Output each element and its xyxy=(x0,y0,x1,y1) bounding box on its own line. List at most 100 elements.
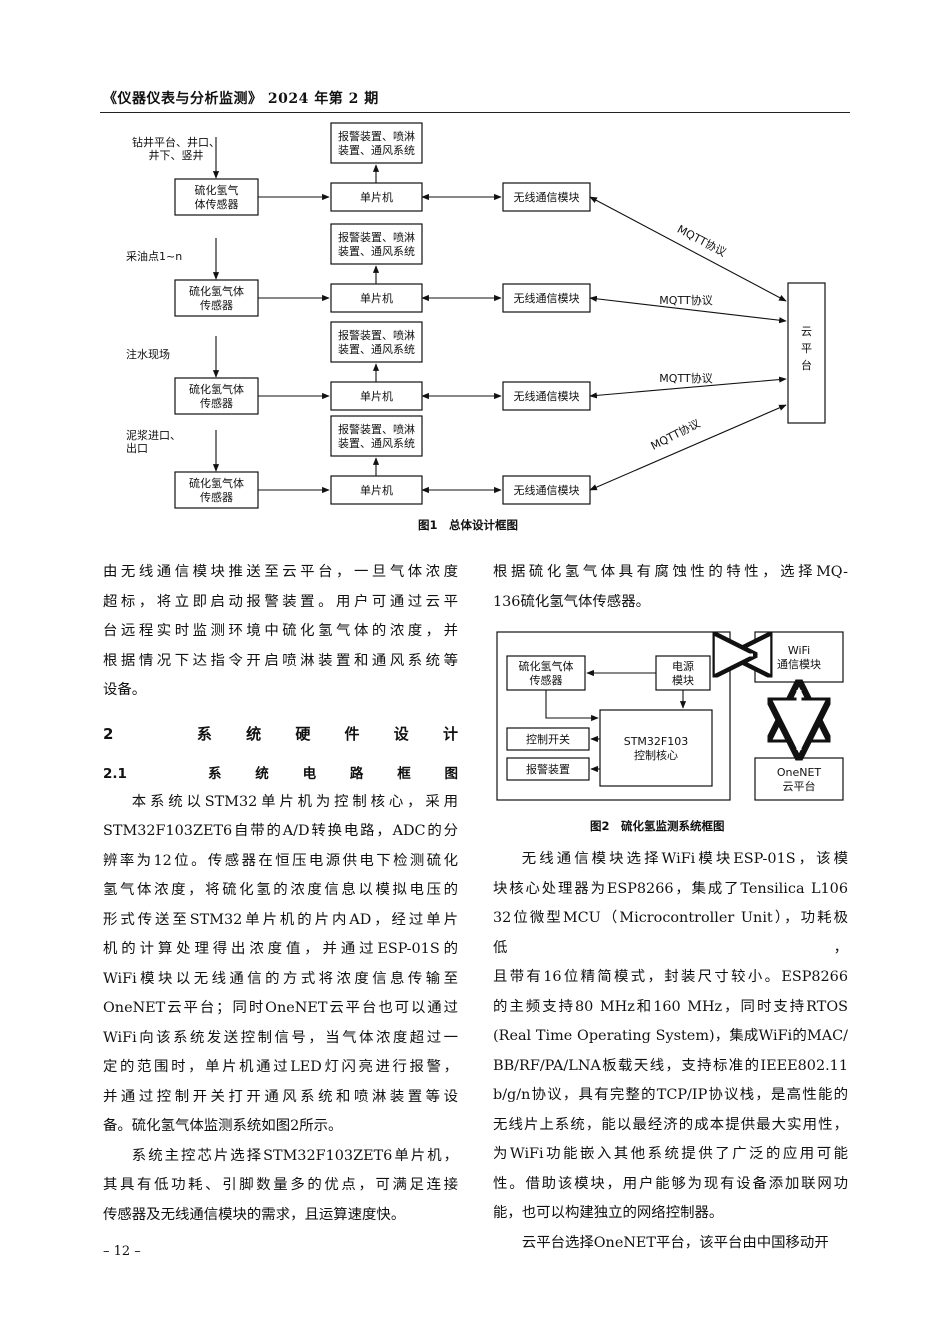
mcu-box xyxy=(330,475,423,505)
mcu-box-label: 单片机 xyxy=(360,389,393,403)
h2s-sensor-box-label: 传感器 xyxy=(200,491,233,504)
text-line: 本系统以STM32单片机为控制核心，采用 xyxy=(131,793,458,810)
text-line: 超标，将立即启动报警装置。用户可通过云平 xyxy=(103,593,458,610)
mcu-box-label: 单片机 xyxy=(360,291,393,305)
mqtt-protocol-label: MQTT协议 xyxy=(675,222,729,259)
text-line: 台远程实时监测环境中硫化氢气体的浓度，并 xyxy=(103,623,458,639)
figure1-caption: 图1 总体设计框图 xyxy=(418,518,519,532)
onenet-cloud-box xyxy=(754,757,844,801)
text-line: 的主频支持80 MHz和160 MHz，同时支持RTOS xyxy=(493,998,848,1015)
h2s-sensor-box-label: 硫化氢气体 xyxy=(189,476,244,490)
site-label: 钻井平台、井口、 xyxy=(132,135,220,149)
right-para-3: 云平台选择OneNET平台，该平台由中国移动开 xyxy=(493,1229,848,1259)
cloud-platform-label: 云 xyxy=(801,325,812,338)
mqtt-link-arrow xyxy=(589,376,787,399)
header-rule xyxy=(100,112,850,113)
right-column-top: 根据硫化氢气体具有腐蚀性的特性，选择MQ- 136硫化氢气体传感器。 xyxy=(493,558,848,617)
site-label: 泥浆进口、 xyxy=(126,428,181,442)
h2s-sensor-box-label: 传感器 xyxy=(200,299,233,312)
right-para-1: 根据硫化氢气体具有腐蚀性的特性，选择MQ- 136硫化氢气体传感器。 xyxy=(493,558,848,617)
sensor-to-core-arrow xyxy=(545,690,599,722)
wifi-module-box xyxy=(754,631,844,683)
text-line: 云平台选择OneNET平台，该平台由中国移动开 xyxy=(521,1234,829,1251)
text-line: 无线通信模块选择WiFi模块ESP-01S，该模 xyxy=(521,851,848,867)
mqtt-link-arrow xyxy=(589,404,787,491)
figure1-diagram: 云平台硫化氢气体传感器报警装置、喷淋装置、通风系统单片机无线通信模块钻井平台、井… xyxy=(126,122,826,509)
onenet-cloud-box-label: 云平台 xyxy=(783,779,816,793)
text-line: 定的范围时，单片机通过LED灯闪亮进行报警， xyxy=(103,1059,458,1075)
text-line: 无线片上系统，能以最经济的成本提供最大实用性， xyxy=(493,1116,848,1133)
actuator-box-label: 装置、通风系统 xyxy=(338,437,415,450)
stm32-core-box xyxy=(599,709,713,787)
left-para-1: 由无线通信模块推送至云平台，一旦气体浓度超标，将立即启动报警装置。用户可通过云平… xyxy=(103,558,458,706)
mqtt-link-arrow xyxy=(589,196,787,302)
actuator-box-label: 报警装置、喷淋 xyxy=(338,422,415,436)
actuator-box xyxy=(330,223,423,265)
text-line: OneNET云平台；同时OneNET云平台也可以通过 xyxy=(103,1000,458,1016)
h2s-sensor-box-label: 硫化氢气体 xyxy=(189,284,244,298)
text-line: STM32F103ZET6自带的A/D转换电路，ADC的分 xyxy=(103,823,458,839)
text-line: 由无线通信模块推送至云平台，一旦气体浓度 xyxy=(103,564,458,580)
text-line: 机的计算处理得出浓度值，并通过ESP-01S的 xyxy=(103,941,458,957)
text-line: 备。硫化氢气体监测系统如图2所示。 xyxy=(103,1118,343,1134)
mqtt-protocol-label: MQTT协议 xyxy=(659,371,712,385)
text-line: 设备。 xyxy=(103,682,147,698)
site-label: 井下、竖井 xyxy=(149,148,204,162)
text-line: 根据情况下达指令开启喷淋装置和通风系统等 xyxy=(103,652,458,669)
text-line: 形式传送至STM32单片机的片内AD，经过单片 xyxy=(103,911,458,928)
actuator-box xyxy=(330,415,423,457)
power-module-box xyxy=(655,655,711,691)
mcu-box-label: 单片机 xyxy=(360,190,393,204)
cloud-platform-label: 台 xyxy=(801,358,812,372)
actuator-box-label: 报警装置、喷淋 xyxy=(338,230,415,244)
text-line: 根据硫化氢气体具有腐蚀性的特性，选择MQ- xyxy=(493,564,848,580)
text-line: 性。借助该模块，用户能够为现有设备添加联网功 xyxy=(493,1175,848,1192)
actuator-box-label: 报警装置、喷淋 xyxy=(338,129,415,143)
left-para-3: 系统主控芯片选择STM32F103ZET6单片机，其具有低功耗、引脚数量多的优点… xyxy=(103,1142,458,1231)
wireless-module-box xyxy=(502,283,591,313)
text-line: 能，也可以构建独立的网络控制器。 xyxy=(493,1205,724,1221)
mqtt-link-arrow xyxy=(589,295,787,324)
running-header: 《仪器仪表与分析监测》 2024 年第 2 期 xyxy=(103,91,379,107)
cloud-platform-label: 平 xyxy=(801,342,812,355)
alarm-device-box xyxy=(506,757,590,781)
control-switch-box-label: 控制开关 xyxy=(526,732,570,746)
page-number: – 12 – xyxy=(103,1244,141,1259)
actuator-box-label: 装置、通风系统 xyxy=(338,245,415,258)
wireless-module-box-label: 无线通信模块 xyxy=(514,291,580,305)
h2s-sensor-box-label: 体传感器 xyxy=(195,197,239,211)
wireless-module-box-label: 无线通信模块 xyxy=(514,483,580,497)
right-column-bottom: 无线通信模块选择WiFi模块ESP-01S，该模块核心处理器为ESP8266，集… xyxy=(493,845,848,1258)
text-line: 且带有16位精简模式，封装尺寸较小。ESP8266 xyxy=(493,969,848,985)
actuator-box-label: 装置、通风系统 xyxy=(338,144,415,157)
stm32-core-box-label: 控制核心 xyxy=(634,748,678,762)
figure2-diagram: 硫化氢气体传感器电源模块STM32F103控制核心控制开关报警装置WiFi通信模… xyxy=(496,631,844,801)
text-line: WiFi模块以无线通信的方式将浓度信息传输至 xyxy=(103,970,458,987)
actuator-box xyxy=(330,122,423,164)
h2s-sensor-box-label: 硫化氢气体 xyxy=(519,659,574,673)
wifi-module-box-label: WiFi xyxy=(788,644,810,657)
h2s-sensor-box xyxy=(174,178,259,216)
actuator-box-label: 报警装置、喷淋 xyxy=(338,328,415,342)
left-para-2: 本系统以STM32单片机为控制核心，采用 STM32F103ZET6自带的A/D转… xyxy=(103,788,458,1142)
section-title: 2 系统硬件设计 xyxy=(103,724,458,743)
subsection-title: 2.1 系统电路框图 xyxy=(103,765,458,782)
h2s-sensor-box-label: 传感器 xyxy=(530,674,563,687)
wireless-module-box xyxy=(502,381,591,411)
h2s-sensor-box-label: 硫化氢气 xyxy=(195,183,239,197)
figure2-caption: 图2 硫化氢监测系统框图 xyxy=(590,819,725,833)
wireless-module-box-label: 无线通信模块 xyxy=(514,190,580,204)
h2s-sensor-box xyxy=(174,471,259,509)
left-column: 由无线通信模块推送至云平台，一旦气体浓度超标，将立即启动报警装置。用户可通过云平… xyxy=(103,558,458,1230)
text-line: BB/RF/PA/LNA板载天线，支持标准的IEEE802.11 xyxy=(493,1057,848,1074)
wireless-module-box xyxy=(502,182,591,212)
text-line: 136硫化氢气体传感器。 xyxy=(493,593,650,610)
stm32-core-box-label: STM32F103 xyxy=(624,735,689,748)
site-label: 采油点1~n xyxy=(126,249,182,263)
onenet-cloud-box-label: OneNET xyxy=(777,766,822,779)
text-line: 辨率为12位。传感器在恒压电源供电下检测硫化 xyxy=(103,852,458,869)
site-label: 出口 xyxy=(126,441,148,455)
text-line: 传感器及无线通信模块的需求，且运算速度快。 xyxy=(103,1206,406,1223)
text-line: (Real Time Operating System)，集成WiFi的MAC/ xyxy=(493,1028,848,1044)
